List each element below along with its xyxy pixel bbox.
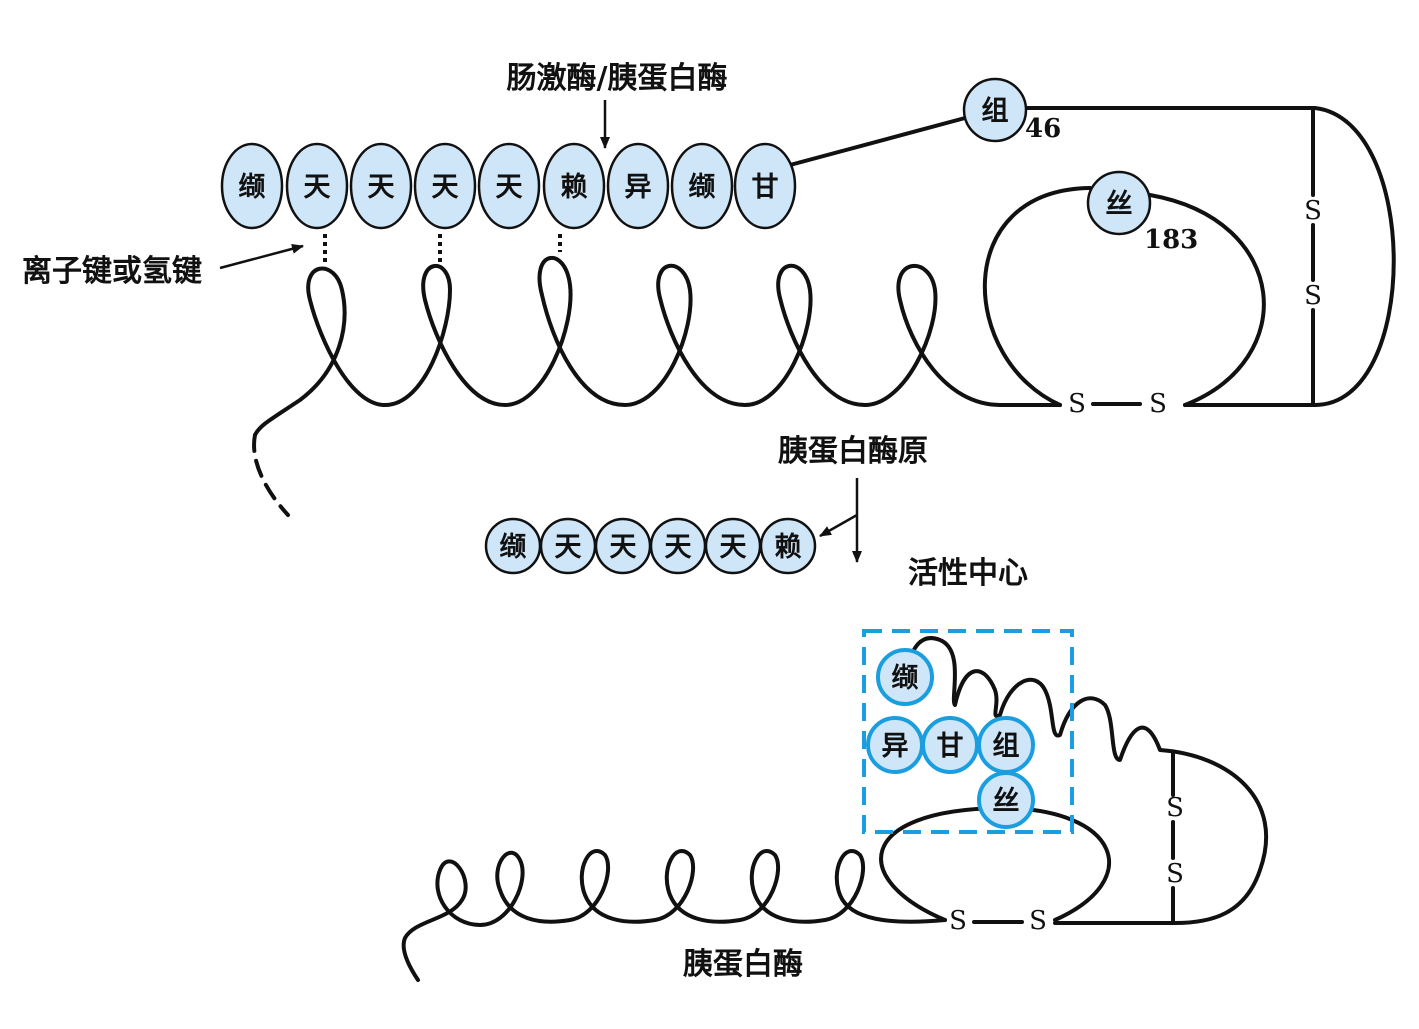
residue-label: 赖 [561, 172, 588, 203]
his-residue-number: 46 [1025, 114, 1061, 144]
residue-circle [477, 142, 541, 230]
active-residue-label: 甘 [937, 731, 964, 762]
active-residue-label: 异 [882, 731, 909, 762]
active-center-label: 活性中心 [908, 556, 1028, 591]
horizontal-disulfide-s1: S [1068, 389, 1086, 419]
ser-loop [982, 186, 1266, 407]
ser-residue-number: 183 [1144, 225, 1198, 255]
released-residue-label: 天 [555, 532, 582, 563]
residue-label: 甘 [752, 172, 779, 203]
trypsin-active-loops [903, 636, 1268, 925]
vertical-disulfide-s2: S [1304, 281, 1322, 311]
released-residue-label: 天 [720, 532, 747, 563]
residue-circle [733, 142, 797, 230]
trypsinogen-backbone [253, 256, 1062, 437]
trypsin-horizontal-s2: S [1029, 906, 1047, 936]
residue-circle [349, 142, 413, 230]
release-arrow [819, 513, 858, 538]
enzyme-cleavage-label: 肠激酶/胰蛋白酶 [507, 61, 728, 96]
his-residue-circle [962, 77, 1028, 143]
active-residue-label: 组 [993, 730, 1020, 762]
residue-circle [285, 142, 349, 230]
residue-label: 天 [432, 172, 459, 203]
residue-label: 缬 [689, 172, 716, 203]
trypsinogen-label: 胰蛋白酶原 [778, 434, 928, 469]
trypsin-label: 胰蛋白酶 [683, 947, 803, 982]
trypsin-backbone [401, 849, 947, 982]
trypsinogen-backbone-tail [252, 433, 290, 517]
gly-his-linker [788, 116, 967, 167]
active-residue-circle [977, 771, 1035, 829]
released-residue-label: 天 [610, 532, 637, 563]
active-site-residues: 缬 异 甘 组 丝 [866, 648, 1035, 829]
his-to-disulfide-bridge [1023, 106, 1396, 407]
residue-circle [542, 142, 606, 230]
released-residue-label: 天 [665, 532, 692, 563]
residue-circle [220, 142, 284, 230]
zymogen-residue-row: 缬 天 天 天 天 赖 异 缬 甘 [220, 142, 797, 230]
residue-label: 天 [496, 172, 523, 203]
ser-residue-label: 丝 [1106, 189, 1133, 220]
released-residue-label: 赖 [775, 532, 802, 563]
residue-label: 天 [368, 172, 395, 203]
horizontal-disulfide-s2: S [1149, 389, 1167, 419]
active-residue-circle [876, 648, 934, 706]
trypsin-vertical-s2: S [1166, 859, 1184, 889]
active-center-box [862, 629, 1074, 834]
trypsin-horizontal-s1: S [949, 906, 967, 936]
residue-circle [413, 142, 477, 230]
trypsin-vertical-s1: S [1166, 793, 1184, 823]
residue-circle [606, 142, 670, 230]
ser-residue-circle [1086, 170, 1152, 236]
active-residue-label: 缬 [892, 663, 919, 694]
active-residue-label: 丝 [993, 786, 1020, 817]
residue-circle [670, 142, 734, 230]
released-peptide: 缬 天 天 天 天 赖 [484, 517, 817, 575]
residue-label: 异 [625, 172, 652, 203]
residue-label: 天 [304, 172, 331, 203]
vertical-disulfide-s1: S [1304, 196, 1322, 226]
his-residue-label: 组 [982, 95, 1009, 127]
released-residue-circle [759, 517, 817, 575]
ionic-bond-arrow [219, 243, 304, 270]
released-residue-label: 缬 [500, 532, 527, 563]
residue-label: 缬 [239, 172, 266, 203]
ionic-bond-label: 离子键或氢键 [22, 254, 202, 289]
